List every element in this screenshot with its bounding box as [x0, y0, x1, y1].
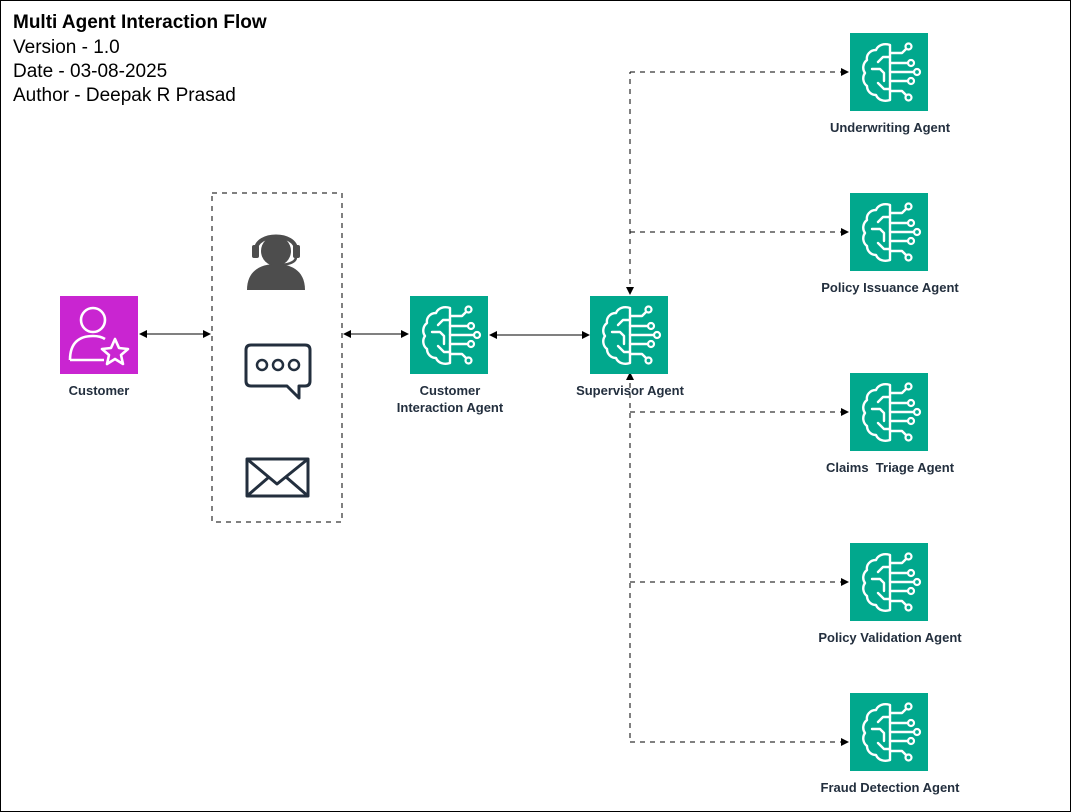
policy-validation-agent-label: Policy Validation Agent [818, 630, 962, 645]
ai-brain-icon [590, 296, 668, 374]
underwriting-agent-label: Underwriting Agent [829, 120, 951, 135]
ai-brain-icon [850, 193, 928, 271]
ai-brain-icon [850, 373, 928, 451]
customer-node [60, 296, 138, 374]
supervisor-agent-node [590, 296, 668, 374]
author-text: Author - Deepak R Prasad [13, 85, 236, 106]
envelope-icon [245, 457, 310, 498]
date-text: Date - 03-08-2025 [13, 61, 168, 82]
policy-issuance-agent-label: Policy Issuance Agent [821, 280, 959, 295]
ai-brain-icon [850, 543, 928, 621]
customer-label: Customer [68, 383, 130, 398]
claims-triage-agent-label: Claims Triage Agent [825, 460, 955, 475]
fraud-detection-agent-label: Fraud Detection Agent [820, 780, 960, 795]
customer-interaction-agent-label-line1: Customer [419, 383, 481, 398]
version-text: Version - 1.0 [13, 37, 120, 58]
customer-interaction-agent-label: Customer Interaction Agent [380, 382, 520, 416]
ai-brain-icon [850, 33, 928, 111]
underwriting-agent-node [850, 33, 928, 111]
channels-group-frame [211, 192, 343, 523]
policy-validation-agent-node [850, 543, 928, 621]
ai-brain-icon [850, 693, 928, 771]
policy-issuance-agent-node [850, 193, 928, 271]
chat-bubble-icon [244, 343, 312, 400]
customer-interaction-agent-node [410, 296, 488, 374]
customer-interaction-agent-label-line2: Interaction Agent [396, 400, 504, 415]
user-star-icon [68, 306, 130, 366]
headset-agent-icon [247, 234, 305, 290]
diagram-title: Multi Agent Interaction Flow [13, 12, 267, 33]
fraud-detection-agent-node [850, 693, 928, 771]
claims-triage-agent-node [850, 373, 928, 451]
ai-brain-icon [410, 296, 488, 374]
supervisor-agent-label: Supervisor Agent [576, 383, 684, 398]
